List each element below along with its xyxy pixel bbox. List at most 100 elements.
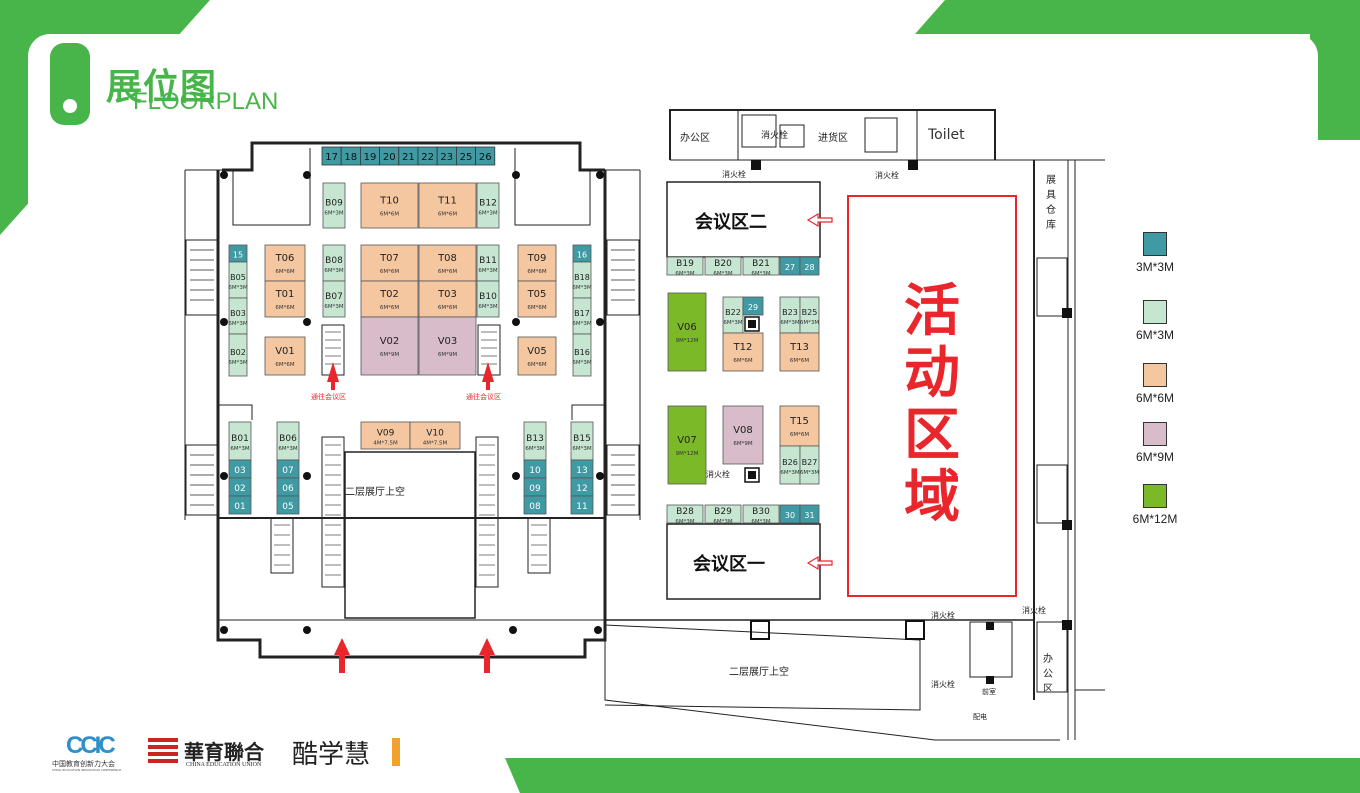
booth-label: T06 (275, 253, 295, 264)
page-subtitle: FLOORPLAN (133, 88, 279, 115)
booth-label: T05 (527, 289, 547, 300)
booth-size-label: 6M*6M (275, 305, 294, 311)
booth-05 (276, 495, 300, 515)
hydrant-4-label: 消火栓 (931, 610, 955, 620)
booth-label: 03 (234, 466, 245, 476)
hydrant-box-core (748, 320, 756, 328)
booth-label: B05 (230, 273, 246, 282)
booth-label: V06 (677, 322, 697, 333)
booth-label: V10 (426, 429, 444, 439)
activity-zone-label: 动 (904, 341, 960, 406)
booth-t12 (722, 332, 764, 372)
booth-v10 (409, 421, 461, 450)
hydrant-mid-label: 消火栓 (706, 469, 730, 479)
legend-label: 6M*9M (1135, 450, 1174, 464)
legend-swatch (1143, 484, 1167, 508)
legend-item-6x9: 6M*9M (1115, 422, 1195, 464)
booth-label: 19 (364, 152, 377, 163)
legend-swatch (1143, 232, 1167, 256)
ccic-logo: CCIC 中国教育创新力大会 CHINA EDUCATION INNOVATIO… (52, 730, 132, 772)
booth-v07 (667, 405, 707, 485)
office-bottom-label: 区 (1043, 683, 1053, 695)
booth-label: B15 (573, 434, 591, 444)
booth-size-label: 6M*9M (733, 441, 752, 447)
activity-zone (847, 195, 1017, 597)
booth-01 (228, 495, 252, 515)
booth-label: 28 (804, 263, 814, 272)
activity-zone-label: 域 (904, 465, 960, 530)
booth-size-label: 6M*3M (230, 446, 249, 452)
booth-b20 (704, 256, 742, 276)
booth-label: V07 (677, 435, 697, 446)
booth-label: T02 (379, 289, 399, 300)
booth-size-label: 6M*3M (675, 271, 694, 277)
booth-label: V09 (377, 429, 395, 439)
booth-label: T09 (527, 253, 547, 264)
booth-label: B11 (479, 256, 497, 266)
booth-size-label: 6M*3M (800, 470, 819, 476)
booth-label: B17 (574, 309, 590, 318)
booth-label: T15 (789, 416, 809, 427)
booth-label: B27 (802, 458, 818, 467)
booth-29 (742, 296, 764, 316)
booth-label: 31 (804, 511, 814, 520)
booth-size-label: 6M*3M (278, 446, 297, 452)
booth-label: T11 (437, 196, 457, 207)
booth-label: B20 (714, 259, 732, 269)
loading-area-label: 进货区 (818, 131, 848, 144)
booth-size-label: 6M*3M (723, 320, 742, 326)
booth-size-label: 6M*3M (525, 446, 544, 452)
booth-label: B30 (752, 507, 770, 517)
meeting-arrows (806, 212, 833, 571)
meeting-room-2-label: 会议区二 (695, 211, 767, 233)
to-conference-left-label: 通往会议区 (311, 392, 346, 401)
booth-label: B12 (479, 199, 497, 209)
booth-t07 (360, 244, 419, 282)
booth-size-label: 9M*12M (676, 451, 699, 457)
legend-label: 6M*6M (1135, 391, 1174, 405)
booth-label: V08 (733, 425, 753, 436)
booth-b16 (572, 333, 592, 377)
booth-label: 12 (576, 484, 587, 494)
booth-label: V02 (380, 336, 400, 347)
legend-item-3x3: 3M*3M (1115, 232, 1195, 274)
huayu-logo-mark (148, 738, 178, 764)
booth-size-label: 6M*3M (751, 519, 770, 525)
entrance-arrows (327, 362, 495, 673)
booth-t01 (264, 280, 306, 318)
booth-label: V03 (438, 336, 458, 347)
booth-size-label: 6M*6M (438, 269, 457, 275)
legend-item-6x12: 6M*12M (1115, 484, 1195, 526)
booth-label: B23 (782, 308, 798, 317)
booth-label: 27 (785, 263, 795, 272)
booth-t05 (517, 280, 557, 318)
booth-label: B26 (782, 458, 798, 467)
storage-label: 具 (1046, 189, 1056, 201)
huayu-logo: 華育聯合 CHINA EDUCATION UNION (148, 736, 298, 772)
booth-label: B03 (230, 309, 246, 318)
legend-label: 3M*3M (1135, 260, 1174, 274)
booth-label: 26 (479, 152, 492, 163)
booth-size-label: 6M*3M (572, 321, 591, 327)
booth-label: B09 (325, 199, 343, 209)
hydrant-2-label: 消火栓 (875, 170, 899, 180)
activity-zone-label: 活 (904, 279, 960, 344)
booth-size-label: 6M*6M (380, 269, 399, 275)
legend-item-6x6: 6M*6M (1115, 363, 1195, 405)
ccic-logo-en: CHINA EDUCATION INNOVATION CONFERENCE (52, 768, 122, 772)
booth-size-label: 6M*6M (438, 305, 457, 311)
booth-b29 (704, 504, 742, 524)
booth-label: T10 (379, 196, 399, 207)
booth-t15 (779, 405, 820, 447)
office-top-label: 办公区 (680, 131, 710, 144)
booth-label: T13 (789, 342, 809, 353)
booth-t09 (517, 244, 557, 282)
booth-size-label: 6M*6M (380, 305, 399, 311)
legend-item-6x3: 6M*3M (1115, 300, 1195, 342)
legend-label: 6M*3M (1135, 328, 1174, 342)
booth-size-label: 6M*3M (751, 271, 770, 277)
booth-v06 (667, 292, 707, 372)
huayu-logo-cn: 華育聯合 (184, 740, 264, 764)
booth-label: B18 (574, 273, 590, 282)
